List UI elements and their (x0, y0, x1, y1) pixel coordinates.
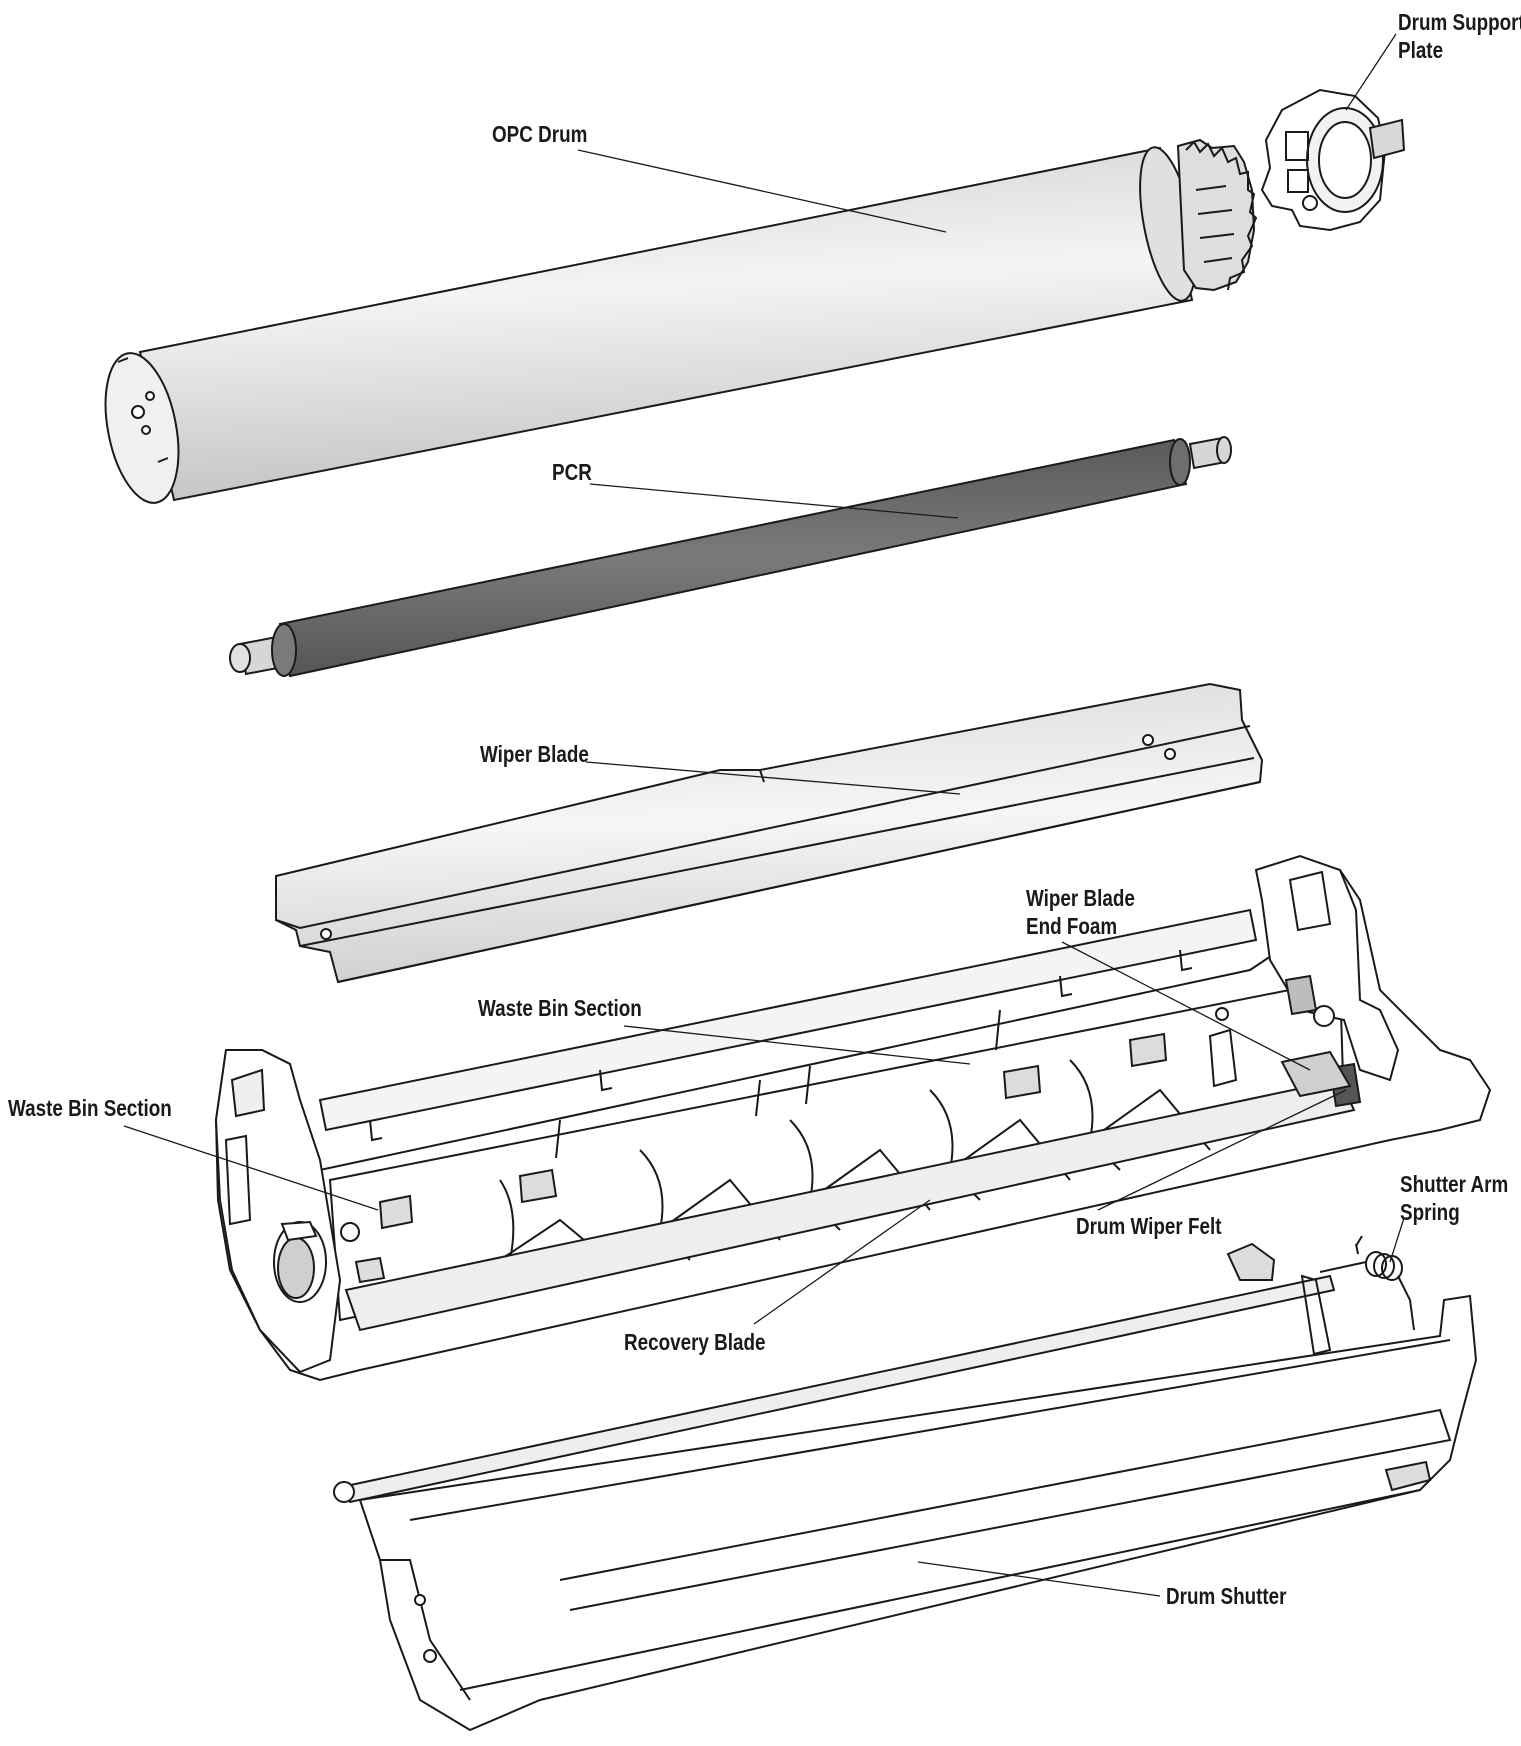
label-drum-support-plate: Drum Support Plate (1398, 8, 1521, 64)
label-waste-bin-section-left: Waste Bin Section (8, 1095, 172, 1121)
label-wiper-blade: Wiper Blade (480, 741, 589, 767)
drum-support-plate-part (1260, 88, 1406, 232)
label-opc-drum: OPC Drum (492, 121, 588, 147)
label-waste-bin-section-top: Waste Bin Section (478, 995, 642, 1021)
label-drum-support-plate-line1: Drum Support (1398, 9, 1521, 35)
label-shutter-arm-spring-line1: Shutter Arm (1400, 1171, 1509, 1197)
label-drum-wiper-felt: Drum Wiper Felt (1076, 1213, 1222, 1239)
wiper-blade-part (275, 682, 1264, 984)
leader-lines (123, 33, 1405, 1597)
opc-drum-part (104, 138, 1258, 504)
label-recovery-blade: Recovery Blade (624, 1329, 766, 1355)
drum-shutter-part (333, 1242, 1478, 1732)
label-wiper-blade-end-foam-line2: End Foam (1026, 913, 1118, 939)
label-wiper-blade-end-foam-line1: Wiper Blade (1026, 885, 1135, 911)
label-wiper-blade-end-foam: Wiper Blade End Foam (1026, 884, 1135, 940)
drum-gear (1176, 138, 1258, 292)
pcr-part (229, 436, 1232, 678)
label-drum-shutter: Drum Shutter (1166, 1583, 1287, 1609)
label-shutter-arm-spring: Shutter Arm Spring (1400, 1170, 1508, 1226)
label-shutter-arm-spring-line2: Spring (1400, 1199, 1460, 1225)
waste-bin-housing-part (214, 854, 1492, 1382)
shutter-arm-spring-part (1319, 1235, 1415, 1331)
label-pcr: PCR (552, 459, 592, 485)
label-drum-support-plate-line2: Plate (1398, 37, 1444, 63)
